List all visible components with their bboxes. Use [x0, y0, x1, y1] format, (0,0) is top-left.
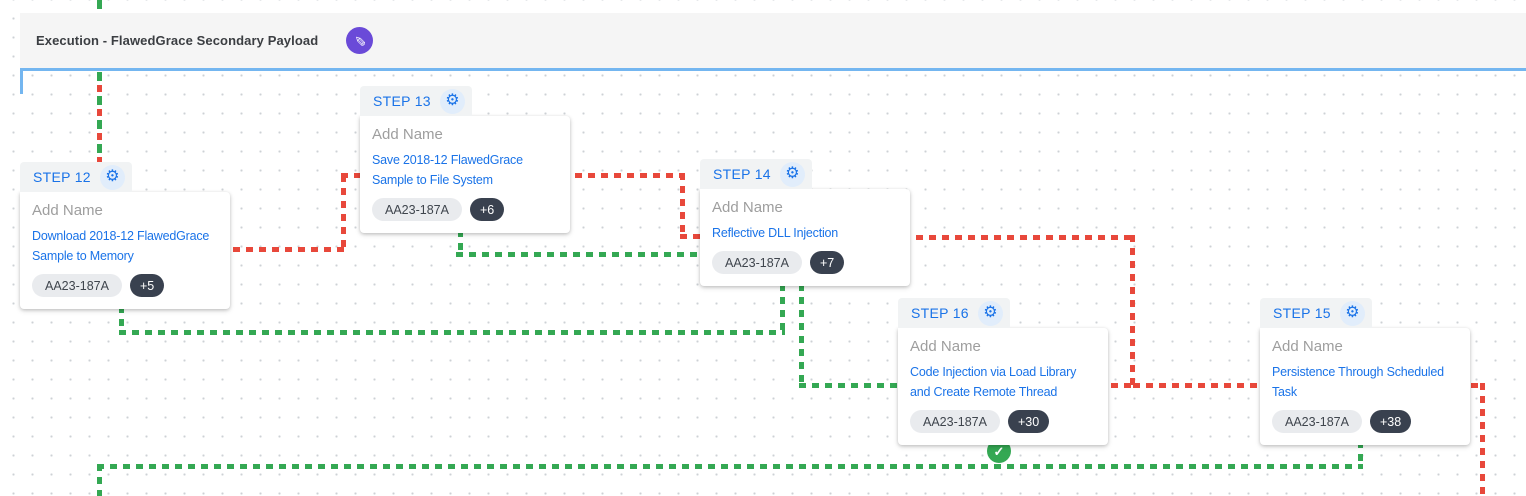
- gear-icon: ⚙: [105, 168, 120, 185]
- step-13-tag-chip[interactable]: AA23-187A: [372, 198, 462, 221]
- edge-step15-exit-green-segment: [97, 464, 102, 496]
- step-15-body[interactable]: Add Name Persistence Through Scheduled T…: [1260, 328, 1470, 445]
- step-16-body[interactable]: Add Name Code Injection via Load Library…: [898, 328, 1108, 445]
- gear-icon: ⚙: [445, 92, 460, 109]
- step-13-name-placeholder[interactable]: Add Name: [372, 126, 443, 143]
- step-13-count-chip[interactable]: +6: [469, 198, 505, 221]
- step-14-name-placeholder[interactable]: Add Name: [712, 199, 783, 216]
- step-14-count-chip[interactable]: +7: [809, 251, 845, 274]
- edge-step14-right-red-segment: [1130, 235, 1135, 388]
- step-15-settings-button[interactable]: ⚙: [1339, 300, 1365, 326]
- step-16-action-link[interactable]: Code Injection via Load Library and Crea…: [910, 365, 1077, 399]
- step-card-15: STEP 15 ⚙ Add Name Persistence Through S…: [1260, 298, 1470, 445]
- pencil-icon: ✎: [351, 34, 368, 47]
- edge-step12-step14-green-segment: [780, 284, 785, 335]
- edge-step12-step14-red-segment: [341, 175, 346, 252]
- step-12-tab[interactable]: STEP 12 ⚙: [20, 162, 132, 192]
- selection-border-top: [20, 68, 1526, 71]
- edge-step14-right-red-segment: [903, 235, 1135, 240]
- step-15-label: STEP 15: [1273, 305, 1331, 321]
- step-13-label: STEP 13: [373, 93, 431, 109]
- step-12-name-placeholder[interactable]: Add Name: [32, 202, 103, 219]
- step-16-settings-button[interactable]: ⚙: [977, 300, 1003, 326]
- step-13-settings-button[interactable]: ⚙: [439, 88, 465, 114]
- gear-icon: ⚙: [983, 304, 998, 321]
- step-card-14: STEP 14 ⚙ Add Name Reflective DLL Inject…: [700, 159, 910, 286]
- edge-step12-step14-red-segment: [680, 234, 704, 239]
- step-14-tag-chip[interactable]: AA23-187A: [712, 251, 802, 274]
- edge-step12-step14-green-segment: [119, 306, 124, 335]
- step-card-16: STEP 16 ⚙ Add Name Code Injection via Lo…: [898, 298, 1108, 445]
- edge-step14-step16-red-segment: [1098, 383, 1132, 388]
- step-13-tab[interactable]: STEP 13 ⚙: [360, 86, 472, 116]
- step-14-action-link[interactable]: Reflective DLL Injection: [712, 226, 839, 240]
- step-card-12: STEP 12 ⚙ Add Name Download 2018-12 Flaw…: [20, 162, 230, 309]
- step-card-13: STEP 13 ⚙ Add Name Save 2018-12 FlawedGr…: [360, 86, 570, 233]
- step-15-action-link[interactable]: Persistence Through Scheduled Task: [1272, 365, 1444, 399]
- edge-step12-step14-green-segment: [119, 330, 785, 335]
- step-16-name-placeholder[interactable]: Add Name: [910, 338, 981, 355]
- step-12-count-chip[interactable]: +5: [129, 274, 165, 297]
- step-13-body[interactable]: Add Name Save 2018-12 FlawedGrace Sample…: [360, 116, 570, 233]
- step-16-label: STEP 16: [911, 305, 969, 321]
- step-15-tab[interactable]: STEP 15 ⚙: [1260, 298, 1372, 328]
- step-13-action-link[interactable]: Save 2018-12 FlawedGrace Sample to File …: [372, 153, 523, 187]
- edge-step13-step14-green-segment: [458, 230, 463, 257]
- check-icon: ✓: [993, 443, 1005, 459]
- edge-step15-exit-green-segment: [1358, 441, 1363, 469]
- edge-step15-exit-green-segment: [97, 464, 1363, 469]
- step-12-action-link[interactable]: Download 2018-12 FlawedGrace Sample to M…: [32, 229, 210, 263]
- step-12-settings-button[interactable]: ⚙: [99, 164, 125, 190]
- flow-title: Execution - FlawedGrace Secondary Payloa…: [36, 33, 319, 48]
- selection-border-left: [20, 68, 23, 94]
- step-12-body[interactable]: Add Name Download 2018-12 FlawedGrace Sa…: [20, 192, 230, 309]
- edge-incoming-mixed-segment: [97, 0, 102, 163]
- gear-icon: ⚙: [785, 165, 800, 182]
- gear-icon: ⚙: [1345, 304, 1360, 321]
- step-16-count-chip[interactable]: +30: [1007, 410, 1050, 433]
- step-14-body[interactable]: Add Name Reflective DLL Injection AA23-1…: [700, 189, 910, 286]
- step-16-tag-chip[interactable]: AA23-187A: [910, 410, 1000, 433]
- flow-header: Execution - FlawedGrace Secondary Payloa…: [20, 13, 1526, 68]
- edge-step14-step16-green-segment: [799, 383, 900, 388]
- edge-red-exit-segment: [1480, 383, 1485, 496]
- step-15-count-chip[interactable]: +38: [1369, 410, 1412, 433]
- step-14-tab[interactable]: STEP 14 ⚙: [700, 159, 812, 189]
- edge-step14-step16-green-segment: [799, 284, 804, 388]
- step-14-label: STEP 14: [713, 166, 771, 182]
- step-12-label: STEP 12: [33, 169, 91, 185]
- step-15-tag-chip[interactable]: AA23-187A: [1272, 410, 1362, 433]
- step-15-name-placeholder[interactable]: Add Name: [1272, 338, 1343, 355]
- edge-step12-step14-red-segment: [680, 173, 685, 237]
- edge-step13-step14-green-segment: [456, 252, 704, 257]
- step-12-tag-chip[interactable]: AA23-187A: [32, 274, 122, 297]
- step-14-settings-button[interactable]: ⚙: [779, 161, 805, 187]
- step-16-tab[interactable]: STEP 16 ⚙: [898, 298, 1010, 328]
- edit-button[interactable]: ✎: [346, 27, 374, 54]
- edge-step12-step14-red-segment: [220, 247, 346, 252]
